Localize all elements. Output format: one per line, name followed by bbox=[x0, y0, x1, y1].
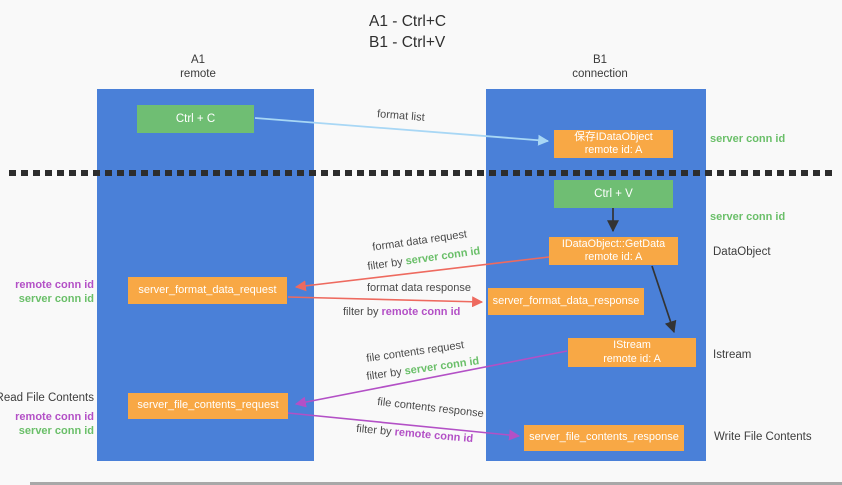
lane-header-b1: B1 connection bbox=[545, 53, 655, 81]
label-remote-conn-id-2: remote conn id bbox=[15, 411, 94, 423]
filter-by-text: filter by bbox=[343, 306, 382, 318]
server-conn-id-text: server conn id bbox=[403, 355, 481, 378]
label-server-conn-id-1: server conn id bbox=[18, 293, 94, 305]
label-remote-conn-id-1: remote conn id bbox=[15, 279, 94, 291]
label-format-data-response: format data response bbox=[367, 282, 471, 294]
label-istream: Istream bbox=[713, 349, 752, 361]
title-line-ctrl-c: A1 - Ctrl+C bbox=[369, 13, 447, 30]
filter-by-text: filter by bbox=[365, 365, 406, 383]
lane-b1-role: connection bbox=[572, 68, 628, 80]
format-data-response-arrow bbox=[287, 296, 484, 308]
label-server-conn-id-mid: server conn id bbox=[710, 211, 786, 223]
filter-by-text: filter by bbox=[366, 255, 407, 273]
node-istream: IStream remote id: A bbox=[568, 338, 696, 367]
node-server-format-data-response: server_format_data_response bbox=[488, 288, 644, 315]
label-filter-file-contents-response: filter by remote conn id bbox=[356, 423, 474, 445]
node-server-file-contents-response-label: server_file_contents_response bbox=[529, 431, 679, 444]
node-idataobject-getdata: IDataObject::GetData remote id: A bbox=[549, 237, 678, 265]
server-conn-id-text: server conn id bbox=[404, 245, 482, 268]
label-read-file-contents: Read File Contents bbox=[0, 392, 94, 404]
node-server-file-contents-request-label: server_file_contents_request bbox=[137, 399, 279, 412]
node-idataobject-getdata-line2: remote id: A bbox=[584, 251, 643, 263]
remote-conn-id-text: remote conn id bbox=[381, 306, 461, 318]
label-dataobject: DataObject bbox=[713, 246, 771, 258]
node-ctrl-v-label: Ctrl + V bbox=[594, 187, 633, 200]
node-istream-line1: IStream bbox=[613, 339, 651, 352]
label-filter-format-data-response: filter by remote conn id bbox=[343, 306, 460, 318]
lane-a1-name: A1 bbox=[190, 54, 206, 66]
filter-by-text: filter by bbox=[355, 422, 396, 439]
label-format-list: format list bbox=[376, 108, 426, 124]
node-server-file-contents-request: server_file_contents_request bbox=[128, 393, 288, 419]
node-idataobject-getdata-line1: IDataObject::GetData bbox=[561, 237, 666, 250]
node-server-format-data-request: server_format_data_request bbox=[128, 277, 287, 304]
node-ctrl-c-label: Ctrl + C bbox=[175, 112, 216, 125]
node-server-format-data-response-label: server_format_data_response bbox=[492, 294, 640, 307]
lane-header-a1: A1 remote bbox=[143, 53, 253, 81]
lane-a1-role: remote bbox=[180, 68, 216, 80]
node-save-idataobject-line2: remote id: A bbox=[584, 144, 643, 156]
node-save-idataobject-line1: 保存IDataObject bbox=[574, 130, 653, 143]
label-write-file-contents: Write File Contents bbox=[714, 431, 812, 443]
remote-conn-id-text: remote conn id bbox=[394, 426, 474, 446]
node-ctrl-v: Ctrl + V bbox=[554, 180, 673, 208]
label-server-conn-id-2: server conn id bbox=[18, 425, 94, 437]
lane-b1-name: B1 bbox=[592, 54, 608, 66]
node-istream-line2: remote id: A bbox=[603, 352, 661, 365]
node-save-idataobject: 保存IDataObject remote id: A bbox=[554, 130, 673, 158]
node-ctrl-c: Ctrl + C bbox=[137, 105, 254, 133]
node-server-file-contents-response: server_file_contents_response bbox=[524, 425, 684, 451]
diagram-title: A1 - Ctrl+C B1 - Ctrl+V bbox=[369, 11, 446, 53]
node-server-format-data-request-label: server_format_data_request bbox=[138, 283, 277, 296]
title-line-ctrl-v: B1 - Ctrl+V bbox=[369, 34, 446, 51]
separator-dotted-line bbox=[9, 170, 836, 176]
bottom-edge-bar bbox=[30, 482, 842, 485]
label-file-contents-response: file contents response bbox=[376, 395, 485, 421]
label-server-conn-id-top: server conn id bbox=[710, 133, 786, 145]
